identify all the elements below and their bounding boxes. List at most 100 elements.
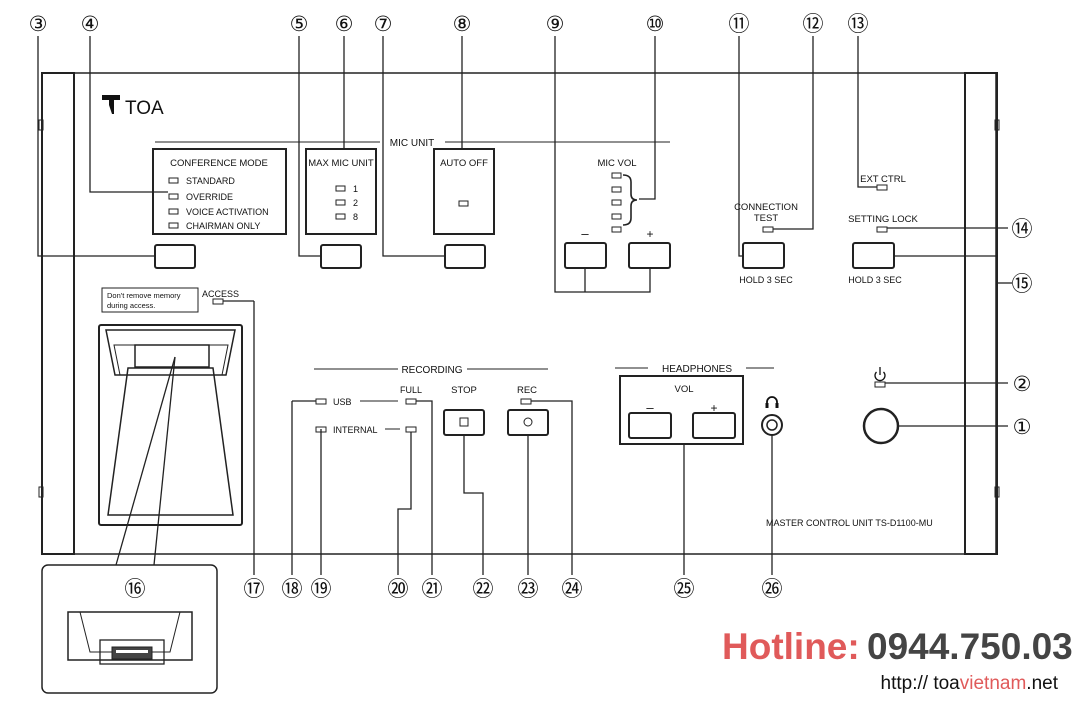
power-group (862, 367, 900, 445)
usb-memory-slot[interactable] (134, 344, 210, 368)
auto-off-title: AUTO OFF (440, 158, 488, 169)
mode-voice-activation-label: VOICE ACTIVATION (186, 207, 269, 217)
max-mic-2-label: 2 (353, 198, 358, 208)
led-usb (315, 398, 327, 405)
mic-unit-section: MIC UNIT (155, 138, 670, 149)
mode-override-label: OVERRIDE (186, 192, 233, 202)
headphones-label: HEADPHONES (662, 364, 732, 375)
mic-vol-plus-label: + (646, 227, 653, 241)
callout-18: ⑱ (282, 578, 303, 601)
full-label: FULL (400, 385, 422, 395)
mic-vol-group: MIC VOL – + (564, 158, 671, 269)
setting-lock-hold-label: HOLD 3 SEC (848, 275, 902, 285)
callout-6: ⑥ (335, 13, 354, 36)
callout-17: ⑰ (244, 578, 265, 601)
hp-plus-label: + (710, 401, 717, 415)
callout-1: ① (1013, 416, 1032, 439)
mic-vol-minus-button[interactable] (564, 242, 607, 269)
max-mic-unit-button[interactable] (320, 244, 362, 269)
rec-label: REC (517, 385, 537, 396)
max-mic-unit-group: MAX MIC UNIT 1 2 8 (305, 148, 377, 269)
callout-15: ⑮ (1012, 273, 1033, 296)
led-max-1 (335, 185, 346, 192)
led-rec (520, 398, 532, 405)
led-mic-vol-5 (611, 172, 622, 179)
callout-9: ⑨ (546, 13, 565, 36)
setting-lock-label: SETTING LOCK (848, 214, 918, 225)
front-panel (41, 72, 997, 555)
auto-off-button[interactable] (444, 244, 486, 269)
max-mic-unit-title: MAX MIC UNIT (308, 158, 374, 169)
hotline-label: Hotline: (722, 626, 860, 667)
led-max-2 (335, 199, 346, 206)
led-mic-vol-1 (611, 226, 622, 233)
power-icon (874, 367, 886, 382)
led-mic-vol-2 (611, 213, 622, 220)
led-auto-off (458, 200, 469, 207)
toa-logo: TOA (102, 95, 164, 119)
callout-7: ⑦ (374, 13, 393, 36)
hotline-number: 0944.750.037 (867, 626, 1072, 667)
model-label: MASTER CONTROL UNIT TS-D1100-MU (766, 518, 933, 528)
led-chairman-only (168, 222, 179, 229)
stop-label: STOP (451, 385, 477, 396)
headphones-section: HEADPHONES VOL – + (615, 364, 783, 445)
led-full-internal (405, 426, 417, 433)
memory-warning-box (101, 287, 199, 313)
callout-25: ㉕ (674, 578, 695, 601)
callout-20: ⑳ (388, 578, 409, 601)
led-connection-test (762, 226, 774, 233)
memory-warning-line2: during access. (107, 301, 155, 310)
headphone-jack[interactable] (761, 414, 783, 436)
led-setting-lock (876, 226, 888, 233)
led-mic-vol-4 (611, 186, 622, 193)
conference-mode-button[interactable] (154, 244, 196, 269)
auto-off-group: AUTO OFF (433, 148, 495, 269)
headphones-vol-minus-button[interactable] (628, 412, 672, 439)
mic-unit-label: MIC UNIT (390, 138, 434, 149)
callout-8: ⑧ (453, 13, 472, 36)
conference-mode-group: CONFERENCE MODE STANDARD OVERRIDE VOICE … (152, 148, 287, 269)
stop-button[interactable] (443, 409, 485, 436)
leader-lines (37, 36, 1012, 575)
led-override (168, 193, 179, 200)
memory-slot-detail-inset (41, 564, 218, 694)
headphones-icon (765, 396, 779, 408)
led-ext-ctrl (876, 184, 888, 191)
mic-vol-brace (622, 174, 638, 226)
rec-button[interactable] (507, 409, 549, 436)
callout-24: ㉔ (562, 578, 583, 601)
callout-10: ⑩ (646, 13, 665, 36)
callout-4: ④ (81, 13, 100, 36)
connection-test-button[interactable] (742, 242, 785, 269)
website-url: http:// toavietnam.net (881, 673, 1059, 694)
led-full-usb (405, 398, 417, 405)
led-mic-vol-3 (611, 199, 622, 206)
stop-icon (459, 417, 469, 427)
led-max-8 (335, 213, 346, 220)
led-access (212, 298, 224, 305)
led-voice-activation (168, 208, 179, 215)
power-button[interactable] (862, 407, 900, 445)
connection-test-label-1: CONNECTION (734, 202, 798, 213)
memory-slot-frame (98, 324, 243, 526)
internal-label: INTERNAL (333, 425, 378, 435)
headphones-vol-label: VOL (674, 384, 693, 395)
mic-vol-minus-label: – (581, 226, 589, 241)
callout-26: ㉖ (762, 578, 783, 601)
callout-19: ⑲ (311, 578, 332, 601)
hp-minus-label: – (646, 400, 654, 415)
setting-lock-button[interactable] (852, 242, 895, 269)
conference-mode-title: CONFERENCE MODE (170, 158, 268, 169)
mic-vol-plus-button[interactable] (628, 242, 671, 269)
memory-warning-line1: Don't remove memory (107, 291, 181, 300)
callout-2: ② (1013, 373, 1032, 396)
led-power (874, 381, 886, 388)
setting-lock-group: EXT CTRL SETTING LOCK HOLD 3 SEC (848, 174, 918, 285)
max-mic-1-label: 1 (353, 184, 358, 194)
callout-numbers: ③ ④ ⑤ ⑥ ⑦ ⑧ ⑨ ⑩ ⑪ ⑫ ⑬ ⑭ ⑮ ② ① ⑯ ⑰ ⑱ ⑲ ⑳ … (29, 13, 1033, 601)
headphones-vol-plus-button[interactable] (692, 412, 736, 439)
usb-label: USB (333, 397, 352, 407)
mode-chairman-only-label: CHAIRMAN ONLY (186, 221, 260, 231)
